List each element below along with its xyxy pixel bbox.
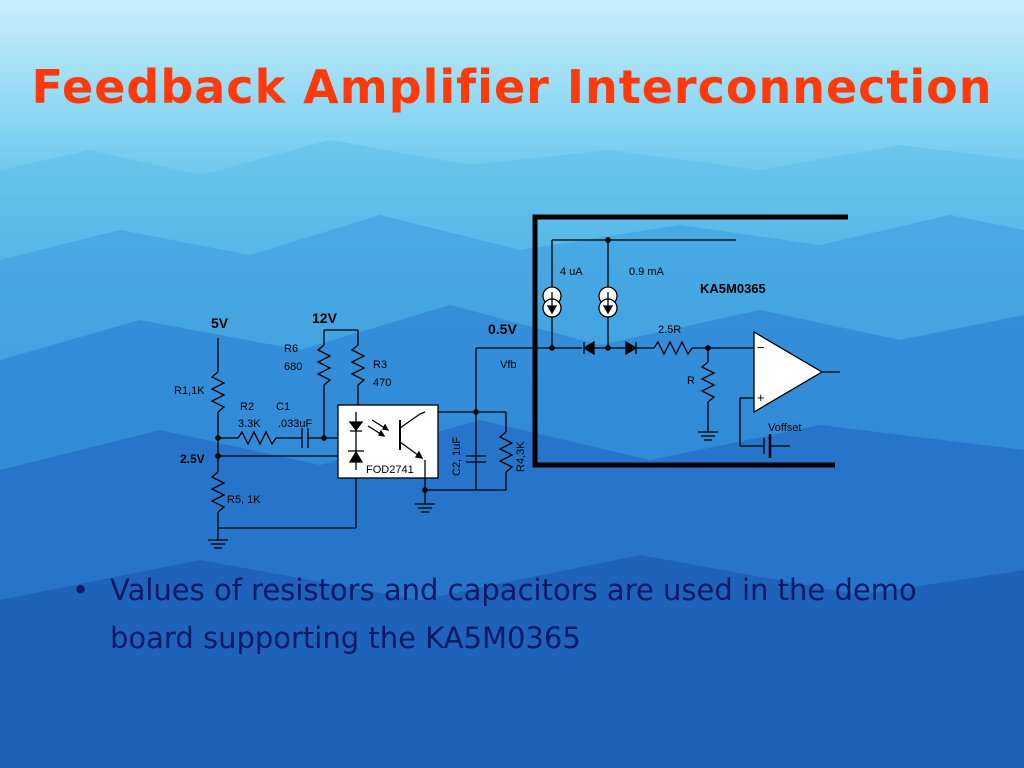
label-2.5v: 2.5V: [180, 452, 205, 466]
diode-1: [582, 340, 595, 356]
label-c2: C2, 1uF: [451, 437, 463, 476]
slide-title: Feedback Amplifier Interconnection: [31, 60, 993, 114]
op-amp: [753, 330, 824, 414]
current-source-0.9ma: [598, 286, 618, 318]
label-opamp-minus: −: [757, 340, 765, 355]
r3-resistor: [350, 344, 366, 386]
ground-symbol-1: [208, 539, 228, 549]
c1-capacitor: [301, 428, 309, 448]
label-r: R: [687, 375, 695, 387]
label-5v: 5V: [211, 315, 229, 331]
label-2.5r: 2.5R: [658, 324, 681, 336]
current-source-4ua: [542, 286, 562, 318]
voffset-battery: [763, 434, 772, 458]
label-0.9ma: 0.9 mA: [629, 266, 665, 278]
label-12v: 12V: [312, 310, 338, 326]
ground-symbol-2: [415, 503, 435, 513]
label-r6-value: 680: [284, 361, 302, 373]
label-vfb: Vfb: [500, 359, 517, 371]
label-r2-value: 3.3K: [238, 418, 261, 430]
bullet-text: Values of resistors and capacitors are u…: [110, 573, 917, 655]
diode-2: [625, 340, 638, 356]
r-resistor: [700, 361, 716, 403]
label-opamp-plus: +: [757, 390, 765, 405]
label-4ua: 4 uA: [560, 266, 583, 278]
label-r1: R1,1K: [174, 385, 205, 397]
r5-resistor: [210, 471, 226, 513]
label-0.5v: 0.5V: [488, 321, 517, 337]
label-r5: R5, 1K: [227, 494, 261, 506]
r-2.5r-resistor: [653, 340, 693, 356]
label-chip: KA5M0365: [700, 281, 766, 296]
r4-resistor: [498, 431, 514, 473]
label-r6: R6: [284, 343, 298, 355]
label-r4: R4,3K: [515, 441, 527, 472]
optocoupler-box: [337, 404, 439, 479]
label-r3-value: 470: [373, 377, 391, 389]
r2-resistor: [237, 430, 277, 446]
bullet-marker: •: [72, 573, 90, 607]
r6-resistor: [316, 344, 332, 386]
chip-outline: [532, 214, 848, 468]
r1-resistor: [210, 371, 226, 413]
label-opto: FOD2741: [366, 464, 414, 476]
label-c1-value: .033uF: [278, 418, 313, 430]
label-c1: C1: [276, 401, 290, 413]
label-voffset: Voffset: [768, 422, 801, 434]
ground-symbol-3: [698, 431, 718, 441]
label-r3: R3: [373, 359, 387, 371]
c2-capacitor: [466, 455, 486, 463]
label-r2: R2: [240, 401, 254, 413]
